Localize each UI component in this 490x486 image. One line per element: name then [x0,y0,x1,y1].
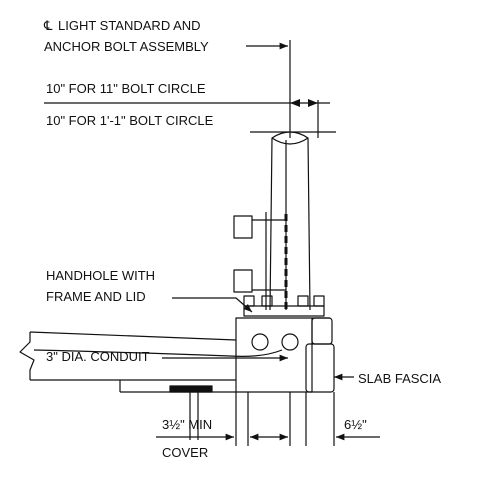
cover-min-label: 3½" MIN [162,417,212,432]
light-standard-label-line2: ANCHOR BOLT ASSEMBLY [44,39,209,54]
conduit-run [33,349,283,357]
conduit-circle-1 [251,333,269,351]
light-standard-label-line1: LIGHT STANDARD AND [58,18,201,33]
bolt-circle-dim-arrow-11 [290,99,300,107]
slab-fascia-upper [311,317,333,345]
light-pole-top-curve [271,137,309,145]
bolt-circle-11-label: 10" FOR 11" BOLT CIRCLE [46,81,206,96]
bolt-circle-dim-arrow-11-right [308,99,318,107]
anchor-bolt-nut-3 [297,295,309,307]
conduit-circle-2 [281,333,299,351]
foundation-block [235,317,313,393]
deck-slab [29,331,237,381]
handhole-label-line2: FRAME AND LID [46,289,146,304]
bracket-plate-lower [233,269,253,293]
light-pole [269,131,311,311]
bolt-circle-1-1-label: 10" FOR 1'-1" BOLT CIRCLE [46,113,214,128]
slab-fascia-lower [305,343,335,393]
drawing-linework [19,40,380,446]
anchor-bolt-nut-2 [261,295,273,307]
slab-fascia-label: SLAB FASCIA [358,371,441,386]
bracket-plate-upper [233,215,253,239]
girder-flange [169,385,213,393]
centerline-symbol: ℄ [43,18,53,33]
handhole-label-line1: HANDHOLE WITH [46,268,155,283]
anchor-bolt-nut-1 [243,295,255,307]
cover-label: COVER [162,445,208,460]
fascia-dimension-label: 6½" [344,417,367,432]
deck-break-line [19,332,35,380]
base-plate [243,305,325,317]
handhole-leader [172,297,253,313]
anchor-bolt-nut-4 [313,295,325,307]
